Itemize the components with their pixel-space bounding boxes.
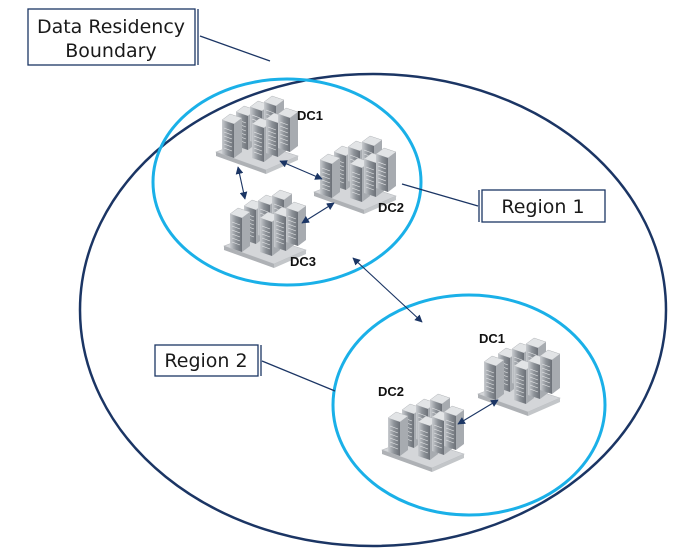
region-2-dc2-dc1-double-arrow-icon xyxy=(457,399,499,425)
region-2-label-text: Region 2 xyxy=(164,350,247,372)
region-2-callout-line xyxy=(261,360,336,392)
region-2-dc2-server-rack-cluster-icon xyxy=(382,394,464,472)
region-1-ellipse xyxy=(151,77,423,287)
region-1-dc1-server-rack-cluster-icon xyxy=(216,96,298,174)
region-1-label: Region 1 xyxy=(478,189,606,223)
region-2-dc1-label: DC1 xyxy=(479,331,505,346)
region-1-dc1-label: DC1 xyxy=(297,108,323,123)
boundary-callout-line xyxy=(199,35,271,62)
region-2-dc2-label: DC2 xyxy=(378,384,404,399)
dc1-dc3-double-arrow-icon xyxy=(235,166,248,200)
region-1-region-2-double-arrow-icon xyxy=(352,257,423,323)
region-1-dc2-label: DC2 xyxy=(378,200,404,215)
dc3-dc2-double-arrow-icon xyxy=(301,202,335,224)
boundary-label: Data Residency Boundary xyxy=(27,8,199,66)
dc1-dc2-double-arrow-icon xyxy=(279,160,323,180)
boundary-label-line-1: Data Residency xyxy=(37,16,185,38)
region-1-label-text: Region 1 xyxy=(501,196,584,218)
region-2-ellipse xyxy=(331,293,607,517)
region-1-dc3-label: DC3 xyxy=(290,254,316,269)
region-2-label: Region 2 xyxy=(154,344,262,377)
data-residency-boundary-ellipse xyxy=(78,72,668,548)
region-1-callout-line xyxy=(401,183,479,207)
boundary-label-line-2: Boundary xyxy=(65,40,157,62)
